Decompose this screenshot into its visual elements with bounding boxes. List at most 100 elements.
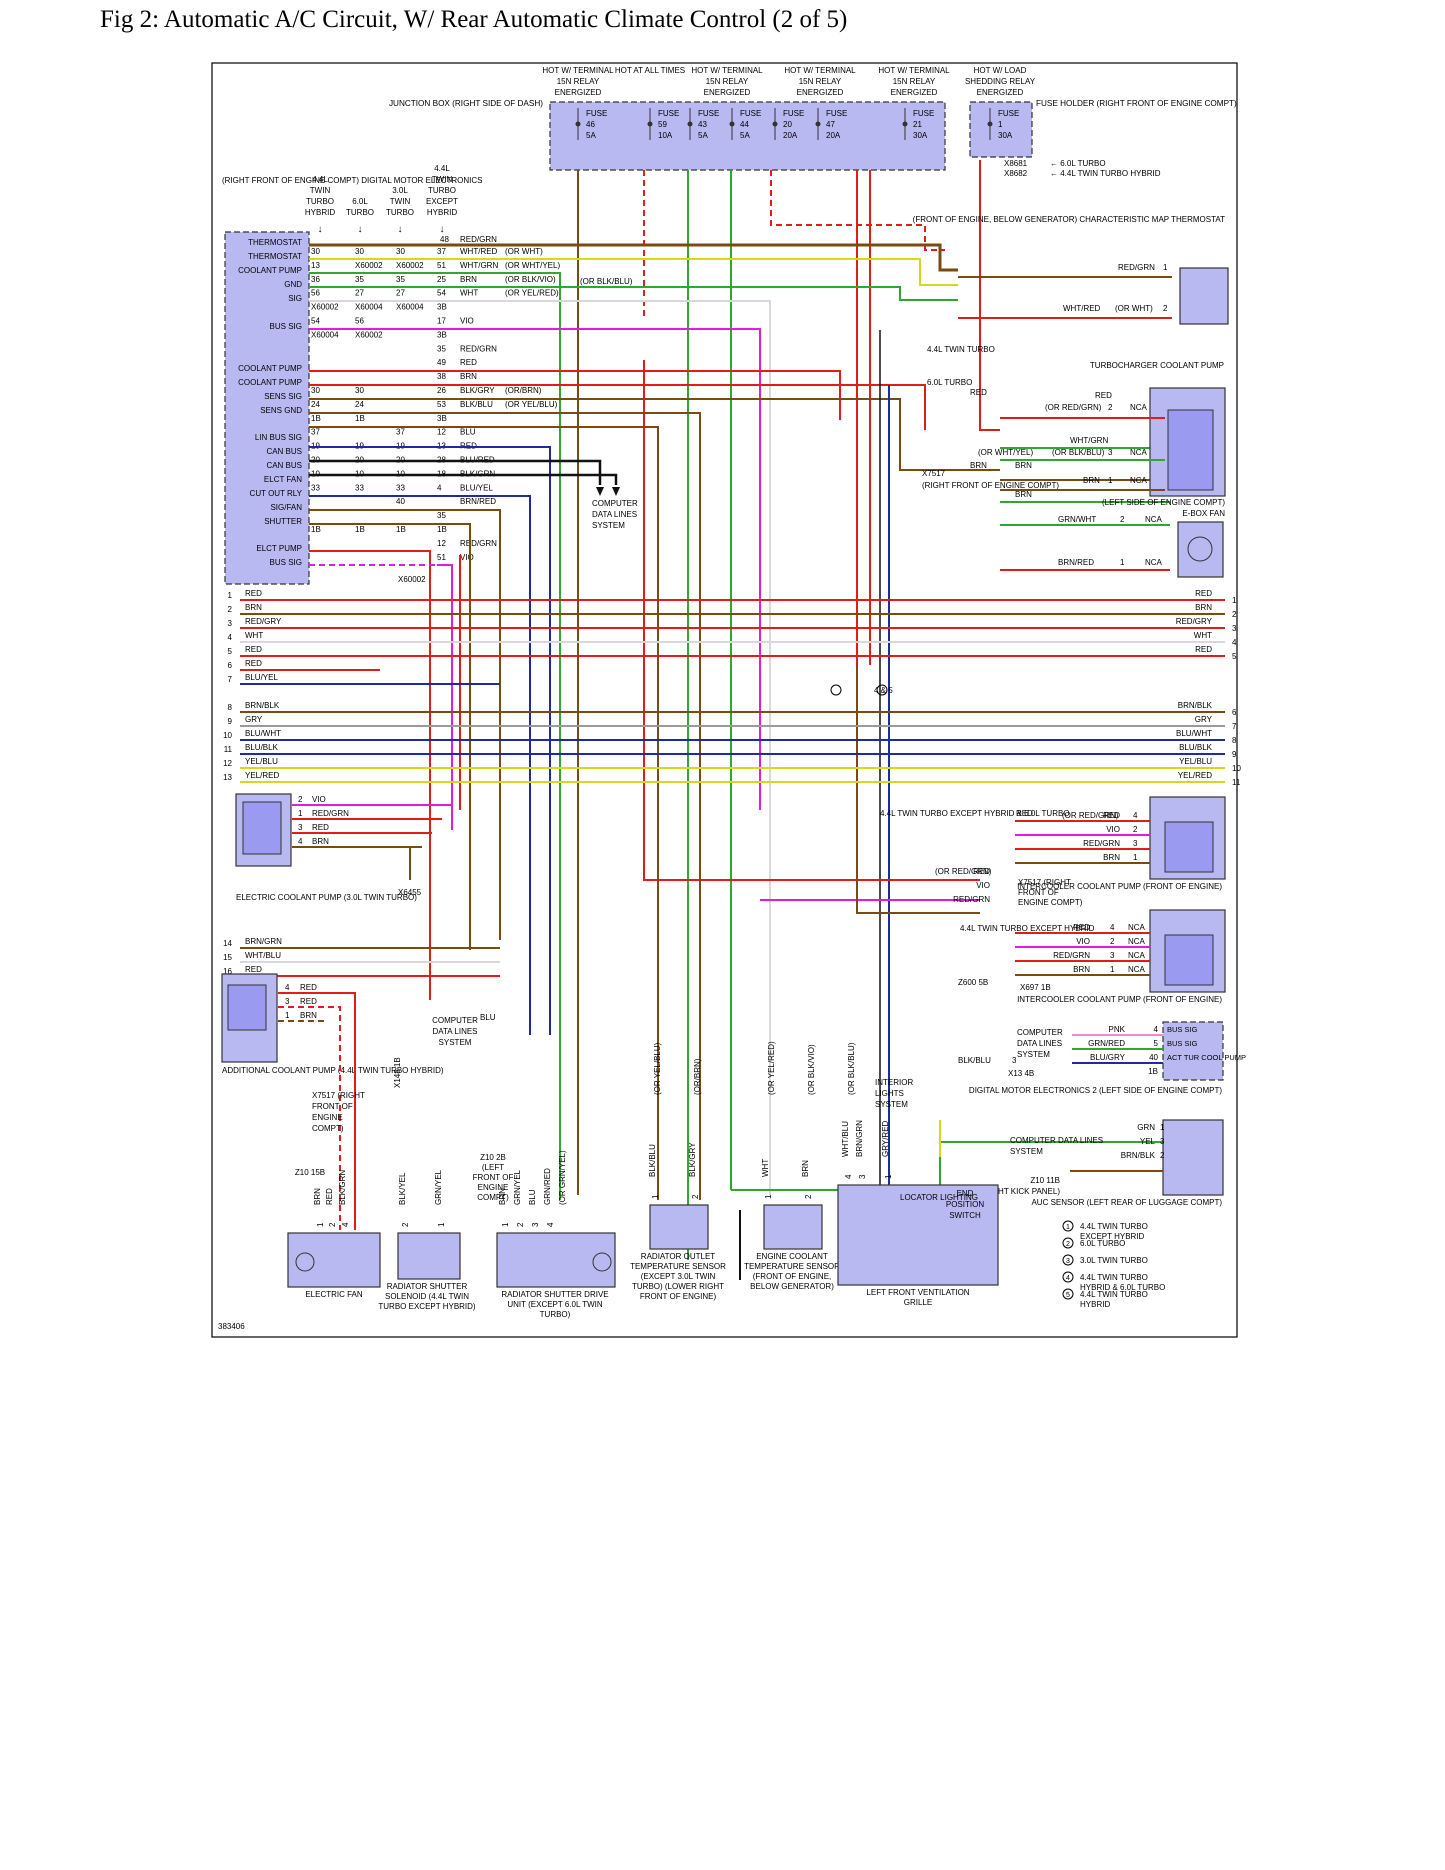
bus-wire-right: RED/GRY [1176, 617, 1213, 626]
wire-label: RED/GRN [953, 895, 990, 904]
bottom-pin: 4 [341, 1222, 350, 1227]
pin-num: 1 [1133, 853, 1138, 862]
wire-label: BRN [312, 837, 329, 846]
wire [770, 170, 945, 251]
dme-cavity: 12 [437, 428, 446, 437]
wire [731, 1141, 1170, 1191]
variant: 4.4L TWIN TURBO [927, 345, 995, 354]
bottom-wire-label: BLU [528, 1189, 537, 1205]
legend-text: 4.4L TWIN TURBO [1080, 1273, 1148, 1282]
wire-label: RED [1016, 809, 1033, 818]
wire-label: BRN/RED [1058, 558, 1094, 567]
bus-number-right: 1 [1232, 596, 1237, 605]
dme-cavity: 1B [437, 525, 447, 534]
wire [309, 370, 841, 420]
hot-label-line: HOT AT ALL TIMES [615, 66, 685, 75]
wire-label: RED [1073, 923, 1090, 932]
wire-label: RED [973, 867, 990, 876]
wire-alt: (OR RED/GRN) [935, 867, 992, 876]
bus-number-left: 12 [223, 759, 232, 768]
dme-block [224, 231, 310, 585]
bottom-wire-label: BLK/GRY [688, 1142, 697, 1177]
bottom-component-label: GRILLE [904, 1298, 932, 1307]
bus-wire-left: WHT [245, 631, 263, 640]
fuse-number: 1 [998, 120, 1003, 129]
bottom-wire-label: BRN [498, 1188, 507, 1205]
hot-label-line: ENERGIZED [704, 88, 751, 97]
fuse-amps: 5A [740, 131, 750, 140]
dme-header-line: TWIN [390, 197, 411, 206]
hot-label-line: 15N RELAY [893, 77, 936, 86]
or-blk-blu-label: (OR BLK/BLU) [580, 277, 633, 286]
dme-wire-alt: (OR YEL/RED) [505, 289, 559, 298]
wire-label: WHT/GRN [1070, 436, 1108, 445]
dme-wire-alt: (OR/BRN) [505, 386, 542, 395]
legend-text: 4.4L TWIN TURBO [1080, 1222, 1148, 1231]
connector-loc: (RIGHT FRONT OF ENGINE COMPT) [922, 481, 1059, 490]
bottom-wire-label: RED [325, 1188, 334, 1205]
fuse-dot [647, 121, 653, 127]
arrow-head [596, 487, 604, 496]
bottom-pin: 2 [691, 1194, 700, 1199]
hot-label-line: HOT W/ TERMINAL [691, 66, 763, 75]
part-label: POSITION [946, 1200, 984, 1209]
cdl-label: COMPUTER [432, 1016, 478, 1025]
dme-pin: THERMOSTAT [248, 238, 302, 247]
dme-cavity: 53 [437, 400, 446, 409]
bottom-wire-label: GRY/RED [881, 1120, 890, 1157]
bus-number-left: 14 [223, 939, 232, 948]
hot-label-line: ENERGIZED [891, 88, 938, 97]
cdl-label: COMPUTER DATA LINES [1010, 1136, 1103, 1145]
connector: COMPT) [312, 1124, 344, 1133]
variant-note: 4 & 5 [874, 686, 893, 695]
bus-number-right: 2 [1232, 610, 1237, 619]
legend-text: 4.4L TWIN TURBO [1080, 1290, 1148, 1299]
wire [856, 665, 980, 914]
wire [309, 398, 1000, 471]
wire-label: VIO [1076, 937, 1090, 946]
wire-label: RED/GRN [1083, 839, 1120, 848]
pin-num: 3 [1160, 1137, 1165, 1146]
pin-num: 2 [1110, 937, 1115, 946]
wire-label: BLU/GRY [1090, 1053, 1126, 1062]
pin-num: 1 [1120, 558, 1125, 567]
hot-label-line: 15N RELAY [557, 77, 600, 86]
fuse-name: FUSE [783, 109, 804, 118]
dme-pin: CUT OUT RLY [250, 489, 303, 498]
dme-cavity: X60004 [355, 303, 383, 312]
dme-cavity: 30 [311, 247, 320, 256]
bus-wire-left: BLU/WHT [245, 729, 281, 738]
bus-wire-right: BLU/BLK [1179, 743, 1213, 752]
bottom-component-label: RADIATOR SHUTTER [387, 1282, 468, 1291]
bus-number-right: 4 [1232, 638, 1237, 647]
wire-label: YEL [1140, 1137, 1156, 1146]
hot-label-line: ENERGIZED [797, 88, 844, 97]
dme-pin: CAN BUS [266, 447, 302, 456]
figure-title: Fig 2: Automatic A/C Circuit, W/ Rear Au… [100, 6, 848, 33]
bus-number-left: 16 [223, 967, 232, 976]
dme-wire-alt: (OR WHT) [505, 247, 543, 256]
bus-wire-left: YEL/BLU [245, 757, 278, 766]
bus-wire-left: BRN/GRN [245, 937, 282, 946]
connector: X7517 (RIGHT [1018, 878, 1071, 887]
bus-wire-left: BLU/YEL [245, 673, 278, 682]
bottom-component-label: TURBO EXCEPT HYBRID) [378, 1302, 476, 1311]
legend-circle [1062, 1254, 1074, 1266]
bus-wire-left: BRN [245, 603, 262, 612]
hot-label-line: HOT W/ TERMINAL [542, 66, 614, 75]
bus-number-right: 7 [1232, 722, 1237, 731]
diagram-frame [211, 62, 1238, 1338]
dme-cavity: 13 [311, 261, 320, 270]
fuse-dot [575, 121, 581, 127]
icp1-variant: 4.4L TWIN TURBO EXCEPT HYBRID & 6.0L TUR… [880, 809, 1070, 818]
ground-label: Z10 2B [480, 1153, 506, 1162]
legend-circle [1062, 1288, 1074, 1300]
hot-label-line: 15N RELAY [799, 77, 842, 86]
dme-cavity: 54 [437, 289, 446, 298]
dme-pin: COOLANT PUMP [238, 364, 302, 373]
acp-label: ADDITIONAL COOLANT PUMP (4.4L TWIN TURBO… [222, 1066, 444, 1075]
dme-header-line: 6.0L [352, 197, 368, 206]
dme-last-conn: X60002 [398, 575, 426, 584]
ebox-fan-label: E-BOX FAN [1182, 509, 1225, 518]
